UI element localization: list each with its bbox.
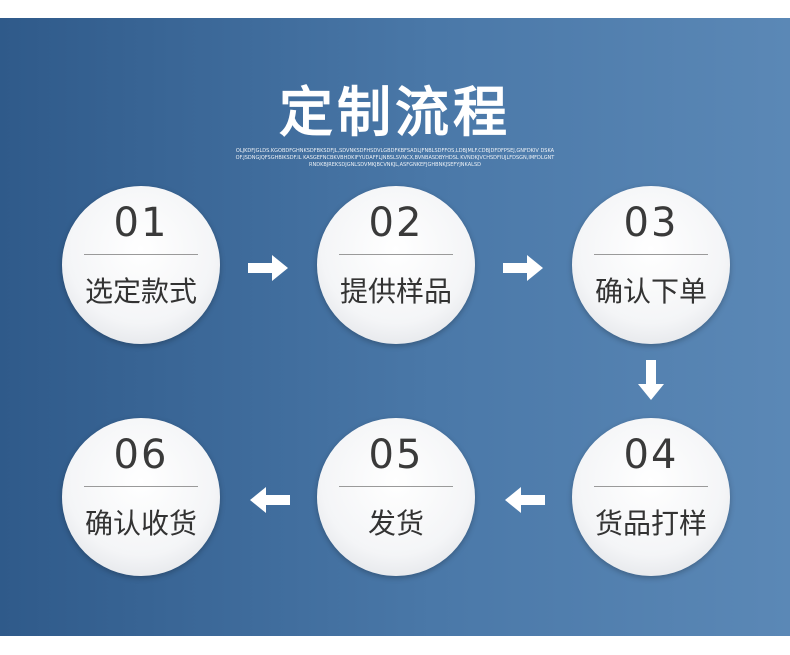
page-title: 定制流程 (279, 81, 511, 144)
step-label: 发货 (367, 507, 424, 540)
arrow-down-icon (637, 358, 665, 402)
step-03: 03 确认下单 (572, 186, 730, 344)
arrow-left-icon (503, 486, 547, 514)
step-label: 货品打样 (594, 507, 707, 540)
arrow-right-icon (501, 254, 545, 282)
step-number: 04 (623, 432, 679, 478)
step-01: 01 选定款式 (62, 186, 220, 344)
step-divider (339, 486, 453, 487)
step-label: 确认收货 (84, 507, 197, 540)
step-label: 提供样品 (339, 275, 452, 308)
step-divider (84, 254, 198, 255)
step-number: 06 (113, 432, 169, 478)
step-divider (594, 254, 708, 255)
step-02: 02 提供样品 (317, 186, 475, 344)
step-number: 05 (368, 432, 424, 478)
step-divider (594, 486, 708, 487)
arrow-right-icon (246, 254, 290, 282)
step-divider (339, 254, 453, 255)
step-05: 05 发货 (317, 418, 475, 576)
decorative-subtext: OLJKDFJGLDS.KGOBDFGHNKSDFBKSDFJL,SDVNKSD… (235, 148, 555, 168)
step-label: 确认下单 (594, 275, 707, 308)
step-number: 03 (623, 200, 679, 246)
step-number: 01 (113, 200, 169, 246)
step-06: 06 确认收货 (62, 418, 220, 576)
step-label: 选定款式 (84, 275, 197, 308)
step-number: 02 (368, 200, 424, 246)
background-panel: 定制流程 OLJKDFJGLDS.KGOBDFGHNKSDFBKSDFJL,SD… (0, 18, 790, 636)
step-divider (84, 486, 198, 487)
step-04: 04 货品打样 (572, 418, 730, 576)
arrow-left-icon (248, 486, 292, 514)
